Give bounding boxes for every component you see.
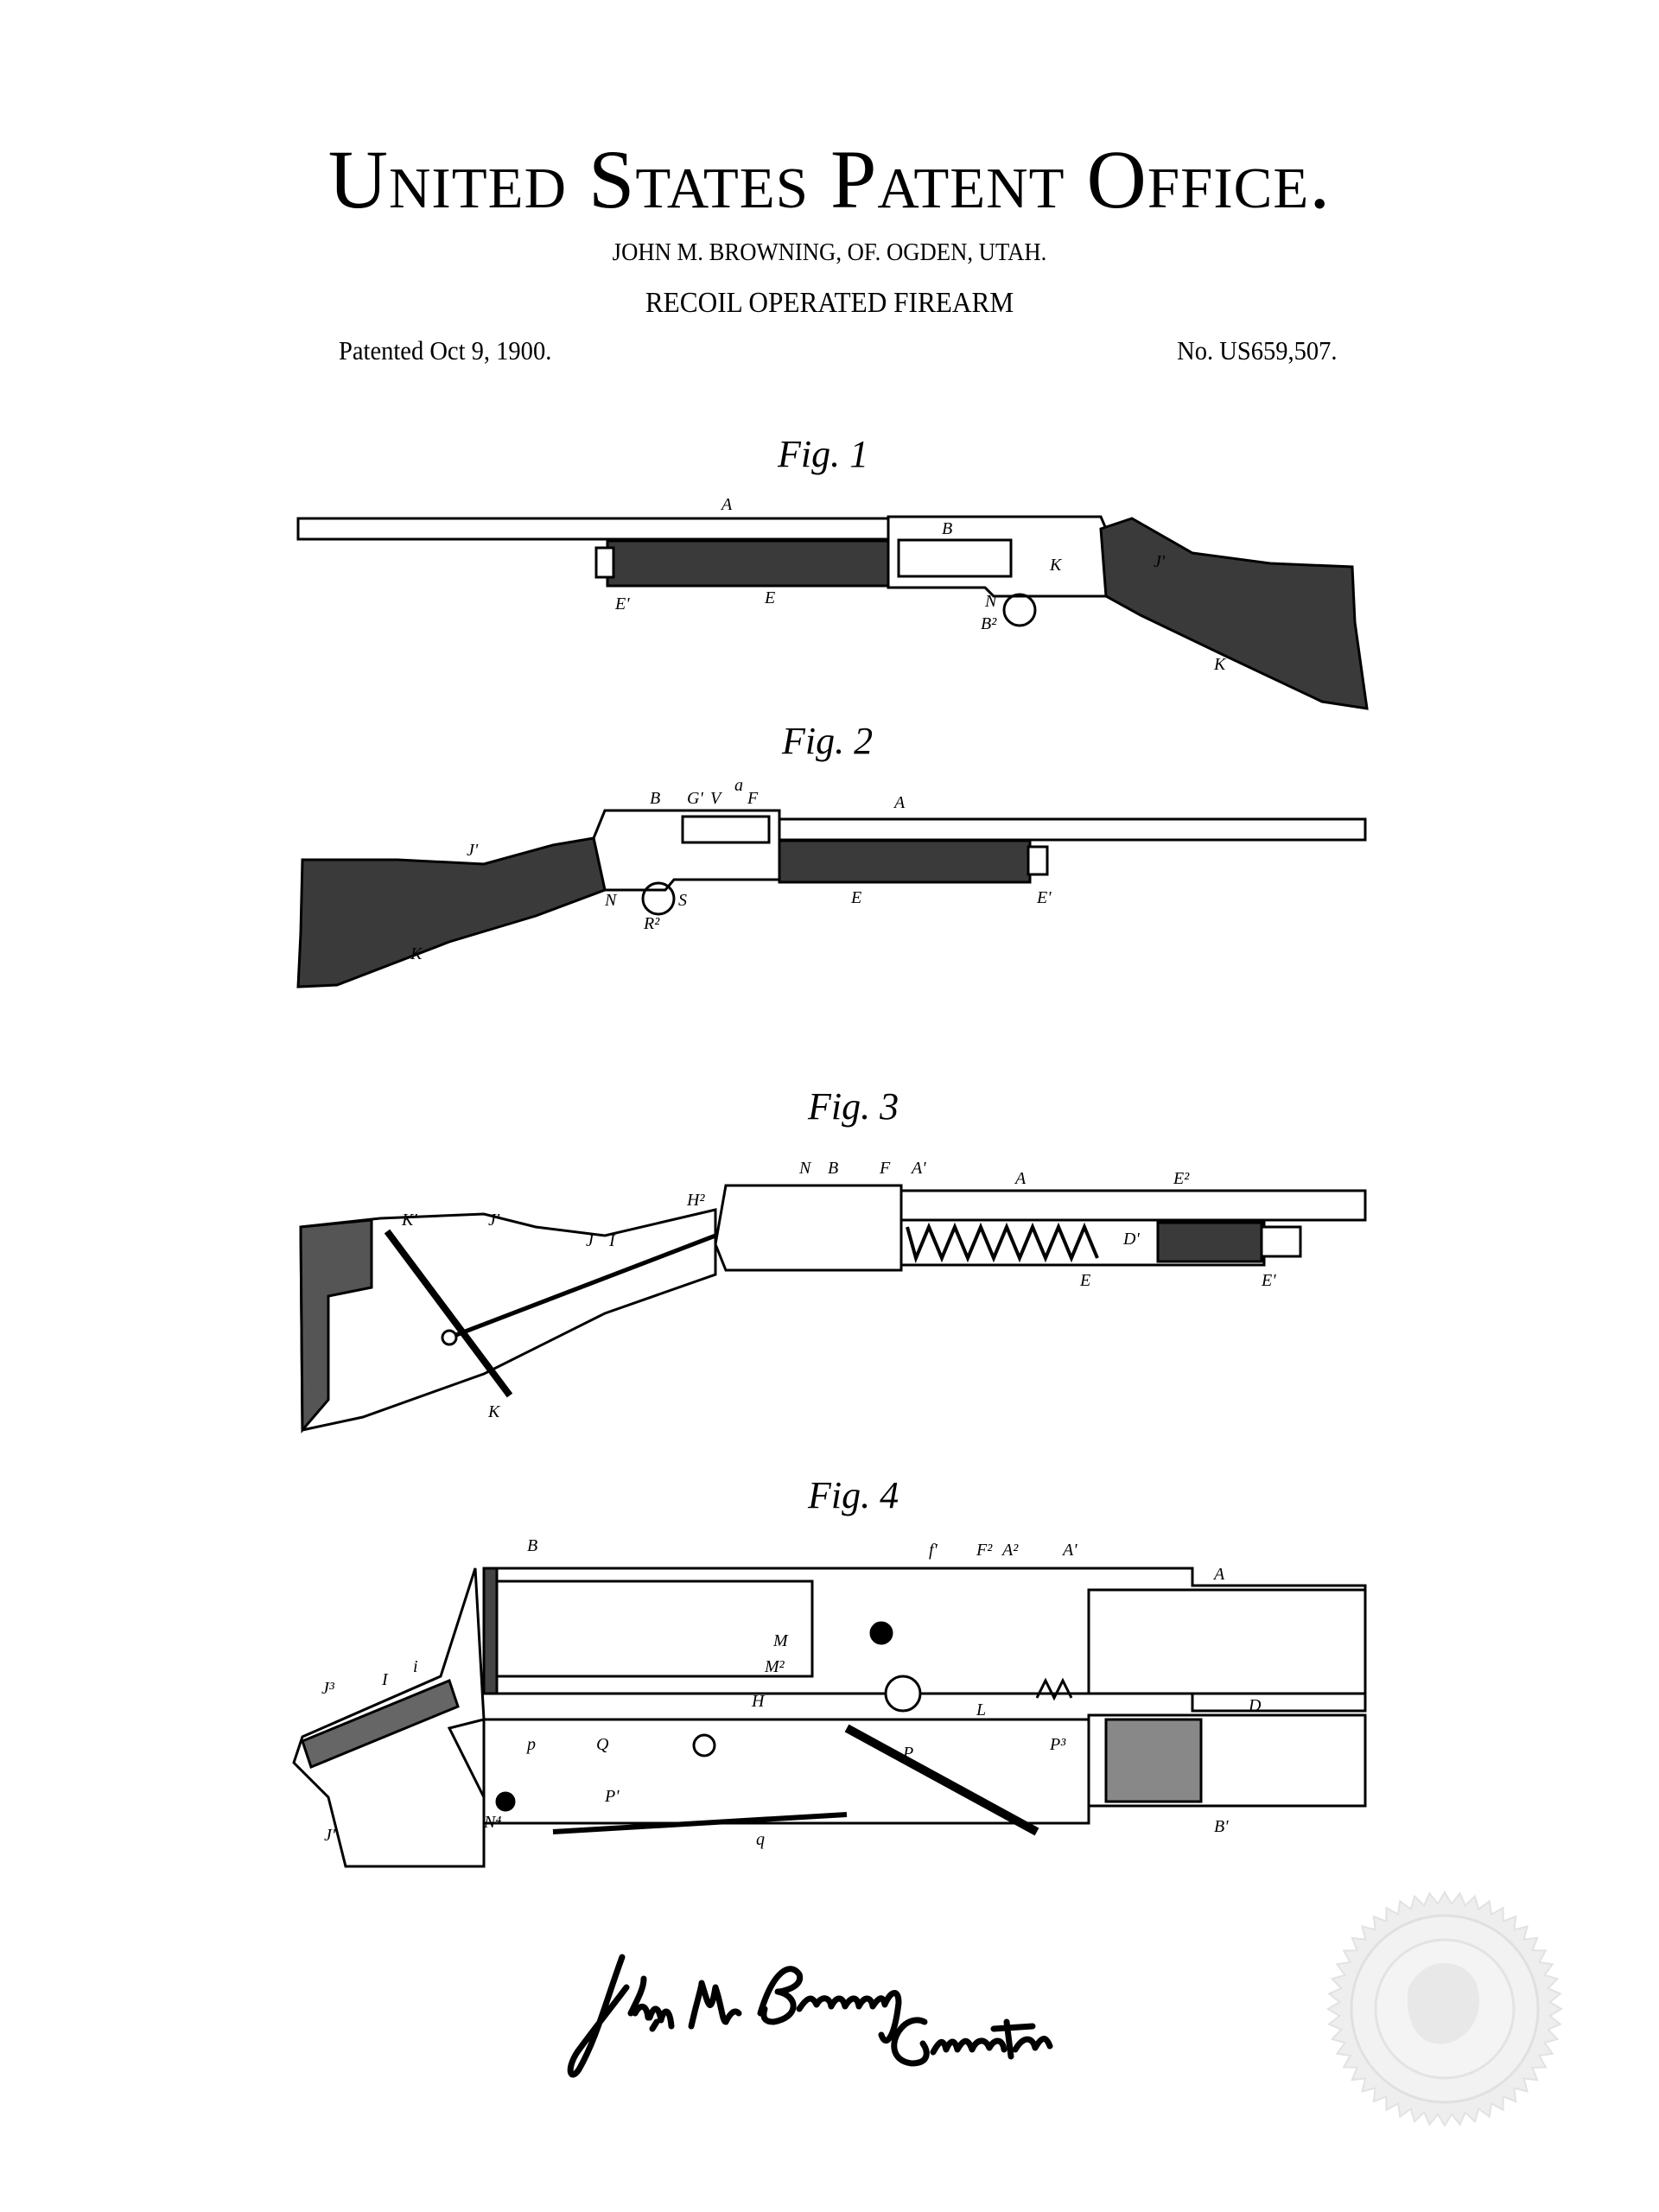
part-label: B: [942, 519, 952, 538]
part-label: L: [976, 1700, 986, 1719]
part-label: A: [720, 495, 733, 514]
part-label: K: [1049, 556, 1063, 575]
part-label: G': [687, 789, 703, 808]
eagle-icon: [1407, 1962, 1479, 2044]
part-label: B²: [981, 614, 997, 633]
part-label: P³: [1049, 1735, 1066, 1754]
barrel-extension: [1087, 1588, 1367, 1695]
part-label: D': [1122, 1230, 1140, 1249]
part-label: B': [1214, 1817, 1229, 1836]
part-label: I: [381, 1670, 389, 1689]
part-label: A²: [1001, 1541, 1019, 1560]
part-label: B: [527, 1536, 537, 1555]
forend: [778, 839, 1032, 884]
buffer-spring: [301, 1679, 460, 1769]
part-label: J³: [321, 1679, 335, 1698]
part-label: K: [1213, 655, 1227, 674]
figure-4: Fig. 4 B f' F² A² A' A M M² H L D p Q: [292, 1474, 1367, 1868]
part-label: P': [604, 1787, 620, 1806]
stock: [1099, 517, 1369, 710]
receiver: [714, 1184, 903, 1272]
forend: [1156, 1221, 1263, 1263]
part-label: P: [902, 1744, 913, 1763]
part-label: M²: [764, 1657, 785, 1676]
patent-date: Patented Oct 9, 1900.: [339, 335, 552, 365]
embossed-seal: [1326, 1891, 1563, 2127]
invention-title: RECOIL OPERATED FIREARM: [645, 287, 1014, 319]
recoil-spring: [906, 1222, 1099, 1264]
part-label: N: [984, 592, 998, 611]
part-label: A': [1061, 1541, 1077, 1560]
part-label: F: [879, 1159, 891, 1178]
figure-label: Fig. 3: [807, 1085, 899, 1128]
stock-section: [299, 1208, 717, 1432]
part-label: f': [929, 1541, 938, 1560]
part-label: E: [764, 588, 775, 607]
part-label: E': [1261, 1271, 1276, 1290]
figure-label: Fig. 2: [781, 720, 873, 762]
part-label: a: [734, 776, 743, 795]
part-label: N⁴: [483, 1813, 501, 1832]
figure-label: Fig. 4: [807, 1474, 899, 1516]
part-label: Q: [596, 1735, 609, 1754]
trigger-guard: [641, 881, 676, 916]
part-label: F: [747, 789, 759, 808]
part-label: E²: [1173, 1169, 1190, 1188]
part-label: R²: [643, 914, 660, 933]
part-label: I: [608, 1231, 616, 1250]
document-title: United States Patent Office.: [327, 133, 1332, 226]
rod: [384, 1229, 513, 1398]
part-label: H: [751, 1692, 766, 1711]
part-label: p: [525, 1735, 536, 1754]
part-label: D: [1248, 1696, 1262, 1715]
part-label: A': [910, 1159, 926, 1178]
figure-2: Fig. 2 B G' V a F A J' E E' N S R² K: [296, 720, 1367, 988]
part-label: J': [1154, 552, 1166, 571]
trigger-guard: [1002, 593, 1037, 627]
part-label: E: [850, 888, 861, 907]
barrel: [899, 1189, 1367, 1222]
part-label: J: [586, 1231, 594, 1250]
part-label: A: [1212, 1565, 1225, 1584]
part-label: H²: [686, 1191, 705, 1210]
figure-3: Fig. 3 N B F A' A E² K' J' J I H² D' E E…: [299, 1085, 1367, 1434]
part-label: A: [893, 793, 906, 812]
stock: [296, 836, 607, 988]
part-label: N: [798, 1159, 812, 1178]
barrel: [296, 517, 896, 541]
part-label: A: [1014, 1169, 1027, 1188]
part-label: K: [410, 944, 423, 963]
part-label: B: [650, 789, 660, 808]
part-label: J': [324, 1826, 336, 1845]
forend: [606, 539, 890, 588]
part-label: K: [487, 1402, 501, 1421]
part-label: B: [828, 1159, 838, 1178]
inventor-signature: [567, 1954, 1053, 2078]
barrel: [778, 817, 1367, 842]
figure-label: Fig. 1: [777, 433, 868, 475]
part-label: F²: [976, 1541, 993, 1560]
part-label: V: [710, 789, 723, 808]
part-label: K': [401, 1211, 417, 1230]
part-label: J': [467, 841, 479, 860]
patent-number: No. US659,507.: [1177, 335, 1338, 365]
part-label: E': [1036, 888, 1052, 907]
part-label: N: [604, 891, 618, 910]
lever: [844, 1724, 1039, 1836]
part-label: J': [488, 1211, 500, 1230]
figure-1: Fig. 1 A B E' E K J' N B² K: [296, 433, 1369, 710]
part-label: q: [756, 1830, 765, 1849]
inventor-line: JOHN M. BROWNING, OF. OGDEN, UTAH.: [612, 238, 1047, 266]
part-label: S: [678, 891, 687, 910]
part-label: E': [614, 594, 630, 613]
part-label: M: [772, 1631, 789, 1650]
part-label: i: [413, 1657, 418, 1676]
part-label: E: [1079, 1271, 1090, 1290]
